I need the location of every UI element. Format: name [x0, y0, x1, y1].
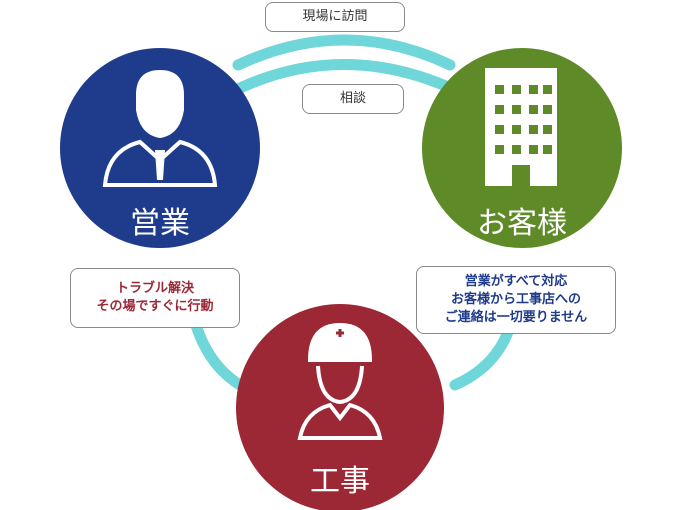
visit-bubble: 現場に訪問: [265, 2, 405, 32]
visit-text: 現場に訪問: [302, 9, 368, 24]
sales-label: 営業: [130, 206, 190, 241]
consult-bubble: 相談: [302, 84, 404, 114]
trouble-line: その場ですぐに行動: [96, 299, 214, 314]
arrow-consult: [234, 59, 461, 96]
sales-handles-bubble: 営業がすべて対応 お客様から工事店への ご連絡は一切要りません: [416, 266, 616, 334]
trouble-bubble: トラブル解決 その場ですぐに行動: [70, 268, 240, 328]
consult-text: 相談: [339, 91, 366, 106]
building-icon: [485, 68, 557, 186]
sales-circle: [60, 48, 260, 248]
construction-label: 工事: [310, 464, 370, 499]
trouble-line: トラブル解決: [115, 281, 194, 296]
sales-handles-line: 営業がすべて対応: [464, 274, 568, 289]
construction-worker-icon: [297, 322, 383, 440]
sales-handles-line: ご連絡は一切要りません: [444, 310, 588, 325]
arrow-visit: [232, 34, 456, 71]
sales-handles-line: お客様から工事店への: [450, 292, 581, 307]
construction-circle: [236, 304, 444, 510]
customer-label: お客様: [477, 206, 567, 241]
businessman-icon: [102, 70, 218, 187]
